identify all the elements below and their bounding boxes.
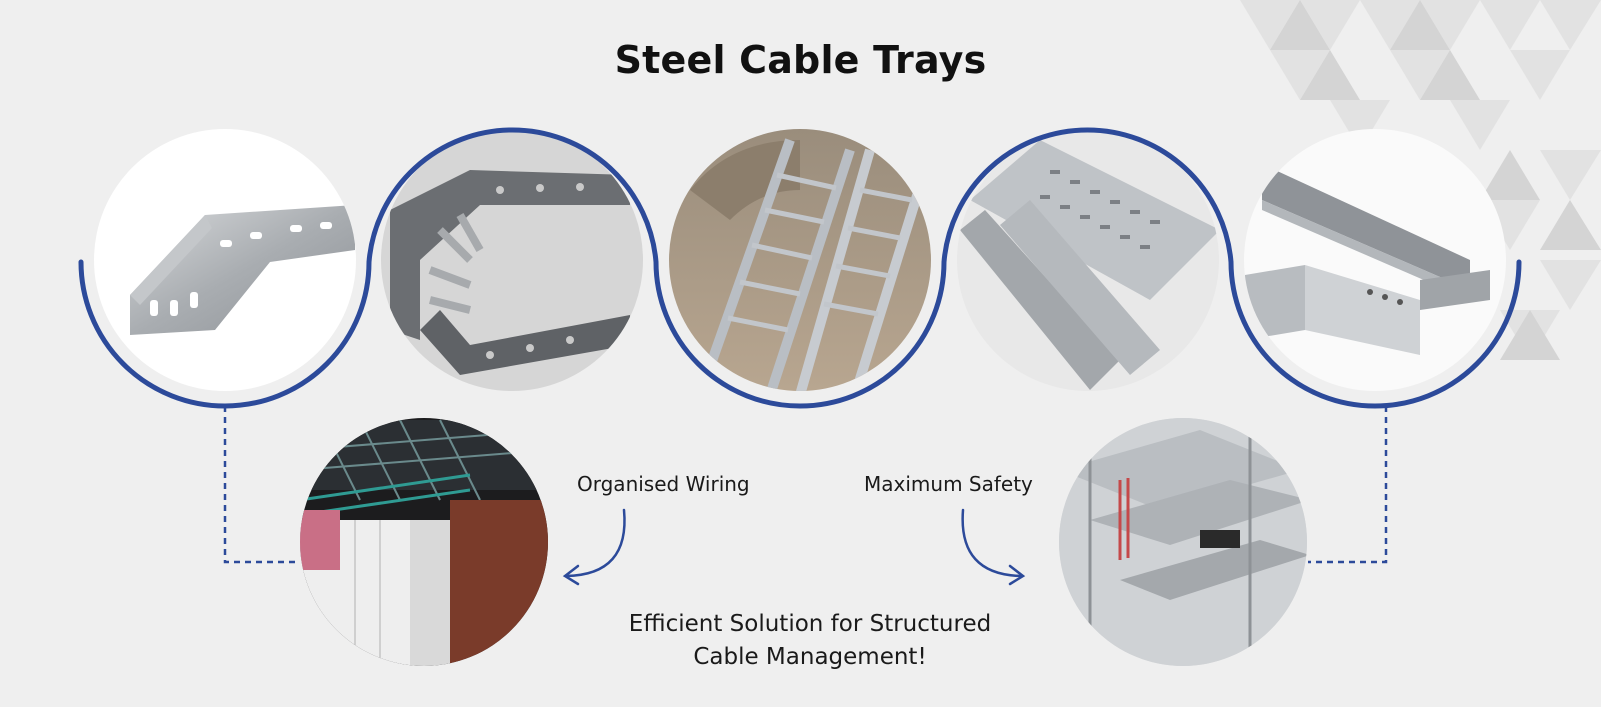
caption-maximum-safety: Maximum Safety	[864, 472, 1033, 496]
ceiling-wire-mesh-installation-photo	[300, 418, 548, 666]
perforated-tray-photo	[957, 129, 1219, 391]
ladder-tray-photo	[669, 129, 931, 391]
connector-left	[223, 406, 300, 564]
perforated-tray-bend-photo	[94, 129, 356, 391]
tagline: Efficient Solution for Structured Cable …	[580, 608, 1040, 674]
curved-arrow-left-icon	[562, 508, 626, 586]
caption-organised-wiring: Organised Wiring	[577, 472, 750, 496]
curved-arrow-right-icon	[961, 508, 1026, 586]
trunking-with-cover-photo	[1244, 129, 1506, 391]
page-title: Steel Cable Trays	[614, 38, 987, 82]
tagline-line-1: Efficient Solution for Structured	[628, 611, 992, 637]
wave-arc-line	[78, 127, 1522, 409]
ceiling-tray-installation-photo	[1059, 418, 1307, 666]
tagline-line-2: Cable Management!	[693, 644, 927, 670]
ladder-tray-bend-photo	[381, 129, 643, 391]
connector-right	[1308, 406, 1388, 564]
